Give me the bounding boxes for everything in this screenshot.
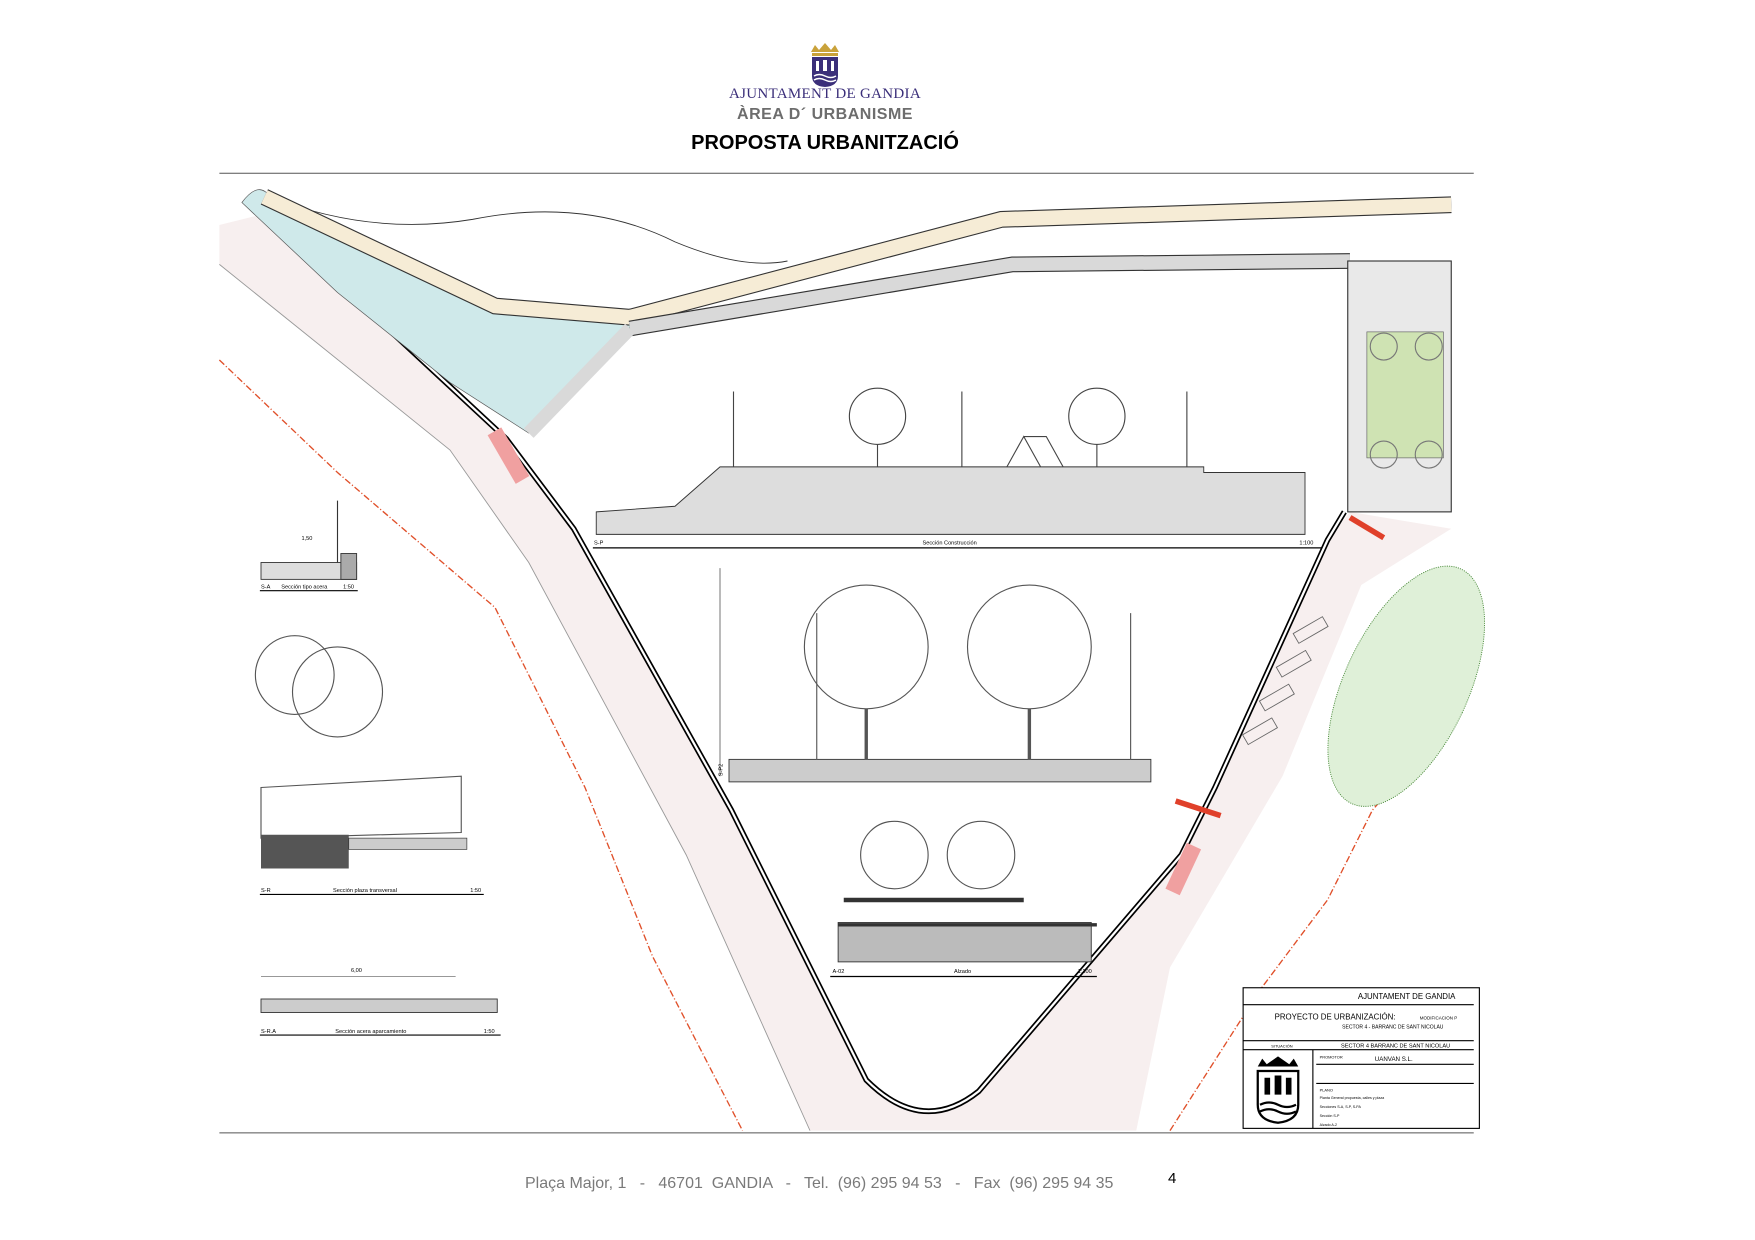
parking-spaces: [1241, 616, 1329, 746]
green-zone: [1327, 565, 1486, 807]
section-label: Sección acera aparcamiento: [335, 1029, 406, 1035]
title-block-plano-line: Planta General propuesta, calles y plaza: [1320, 1096, 1385, 1100]
title-block-promotor-label: PROMOTOR: [1320, 1055, 1343, 1060]
section-code: S-A: [261, 584, 271, 590]
title-block-situacion: SECTOR 4 BARRANC DE SANT NICOLAU: [1341, 1043, 1450, 1049]
gandia-coat-of-arms-logo: [811, 43, 839, 87]
title-block-org: AJUNTAMENT DE GANDIA: [1358, 992, 1456, 1001]
title-block-promotor: UANVAN S.L.: [1375, 1056, 1413, 1063]
section-label: Alzado: [954, 969, 971, 975]
title-block: AJUNTAMENT DE GANDIA PROYECTO DE URBANIZ…: [1242, 987, 1480, 1129]
section-scale: 1:50: [343, 584, 354, 590]
department-name: ÀREA D´ URBANISME: [737, 106, 913, 123]
section-code: S-P: [594, 541, 604, 547]
crosswalk: [1165, 842, 1202, 896]
section-code: A-02: [833, 969, 845, 975]
section-label: Sección plaza transversal: [333, 888, 397, 894]
title-block-project-sub: MODIFICACION P: [1420, 1015, 1458, 1020]
section-label: Sección Construcción: [923, 541, 977, 547]
page-title: PROPOSTA URBANITZACIÓ: [691, 132, 959, 154]
page-number: 4: [1168, 1170, 1177, 1187]
title-block-plano-line: Alzado A-2: [1320, 1123, 1337, 1127]
section-alzado: A-02 Alzado 1:100: [830, 820, 1097, 978]
dimension: 1,50: [302, 536, 313, 542]
section-acera-aparcamiento: 6,00 S-R.A Sección acera aparcamiento 1:…: [259, 968, 501, 1036]
road-outer-edge: [219, 264, 811, 1131]
section-tipo-acera: 1,50 S-A Sección tipo acera 1:50: [259, 500, 358, 592]
organization-name: AJUNTAMENT DE GANDIA: [728, 86, 921, 102]
section-scale: 1:50: [470, 888, 481, 894]
title-block-project: PROYECTO DE URBANIZACIÓN:: [1275, 1012, 1396, 1021]
footer-address: Plaça Major, 1 - 46701 GANDIA - Tel. (96…: [525, 1175, 1114, 1192]
boundary-line-left: [218, 359, 744, 1131]
section-scale: 1:50: [484, 1029, 495, 1035]
section-plaza-transversal: S-R Sección plaza transversal 1:50: [254, 635, 484, 895]
section-scale: 1:100: [1299, 541, 1313, 547]
title-block-plano-label: PLANO: [1320, 1087, 1333, 1092]
section-code: S-R: [261, 888, 271, 894]
crosswalk: [487, 427, 530, 484]
plaza-green: [1366, 331, 1444, 459]
title-block-situacion-label: SITUACIÓN: [1271, 1043, 1293, 1048]
title-block-sector: SECTOR 4 - BARRANC DE SANT NICOLAU: [1342, 1024, 1444, 1030]
section-construccion: S-P Sección Construcción 1:100: [592, 387, 1322, 549]
sidewalk-ramp: [523, 323, 635, 438]
title-block-plano-line: Sección S-P: [1320, 1114, 1340, 1118]
section-code: S-P2: [718, 764, 724, 776]
title-block-plano-line: Secciones S-A, S-P, S-PA: [1320, 1105, 1362, 1109]
dimension: 6,00: [351, 968, 362, 974]
section-plaza-transversal-large: S-P2: [718, 568, 1152, 783]
section-label: Sección tipo acera: [281, 584, 328, 590]
title-block-coat-of-arms: [1256, 1056, 1300, 1124]
section-scale: 1:100: [1078, 969, 1092, 975]
section-code: S-R.A: [261, 1029, 276, 1035]
